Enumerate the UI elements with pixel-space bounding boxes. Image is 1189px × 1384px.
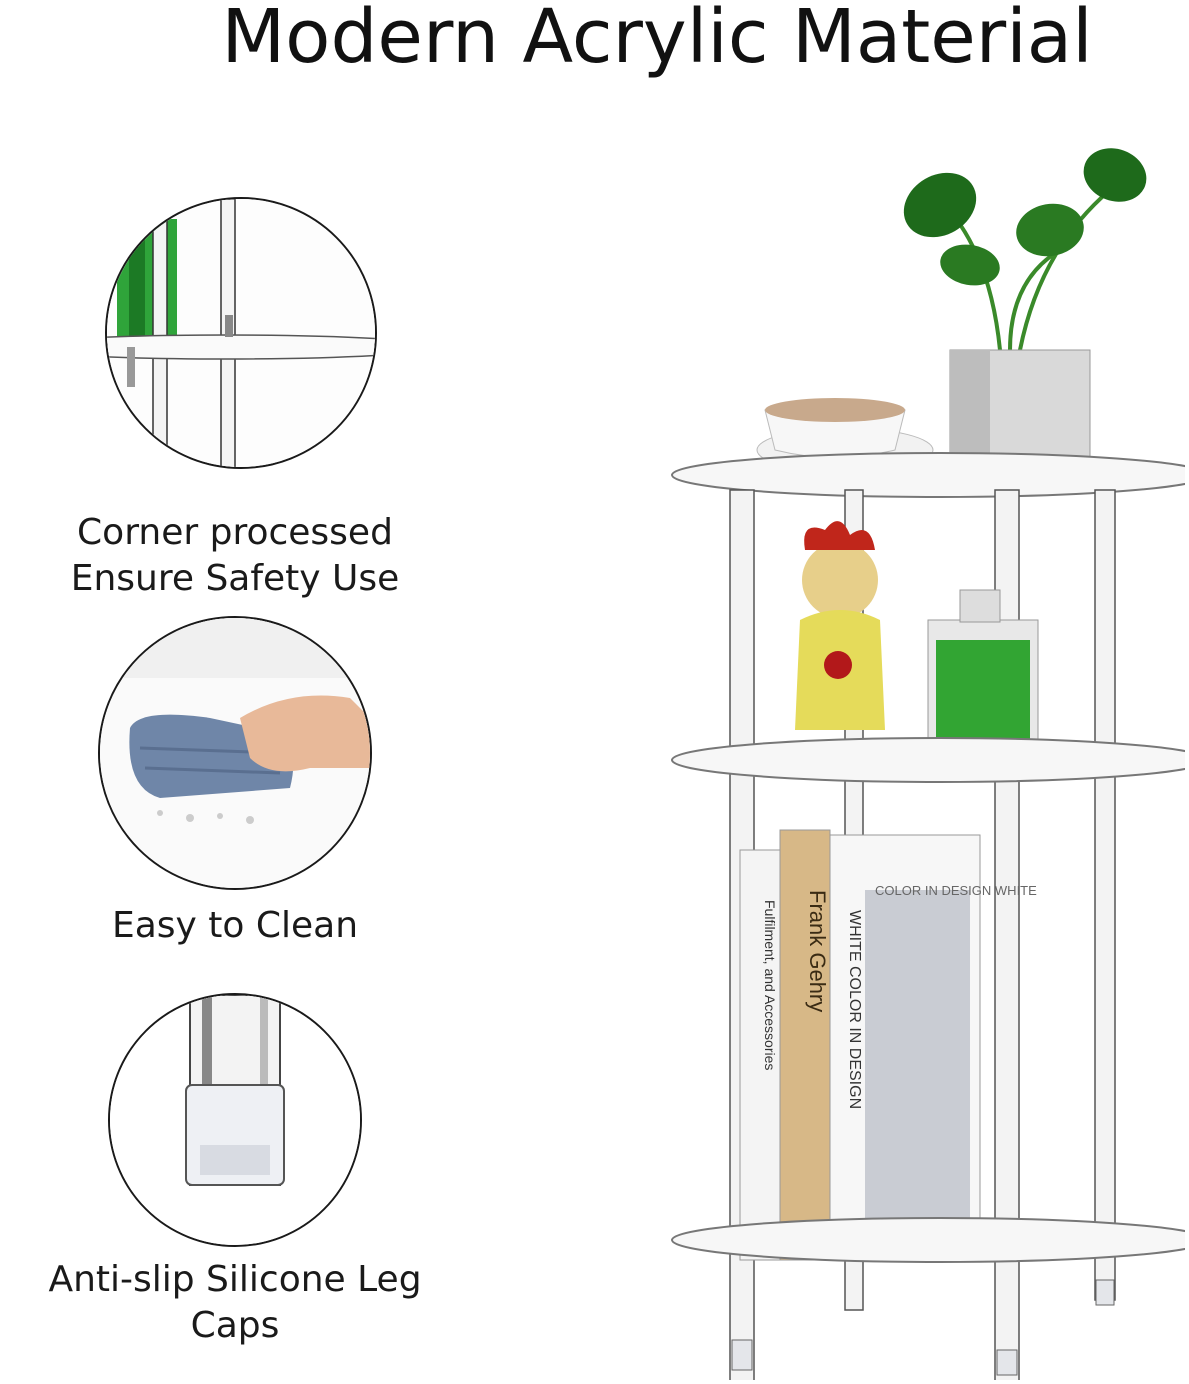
book1-spine-text: Fulfilment, and Accessories — [762, 900, 778, 1070]
leg-cap-illustration — [110, 995, 360, 1245]
top-shelf — [671, 452, 1189, 498]
acrylic-shelf-edge — [107, 334, 375, 360]
side-table-illustration: Fulfilment, and Accessories Frank Gehry … — [671, 148, 1189, 1384]
plant-in-vase — [903, 148, 1147, 466]
acrylic-leg-left — [152, 199, 168, 467]
caption-line-1: Anti-slip Silicone Leg Caps — [48, 1259, 422, 1346]
figurine — [795, 521, 885, 730]
hand-shape — [240, 695, 370, 772]
corner-closeup-illustration — [107, 199, 375, 467]
easy-clean-image — [98, 616, 372, 890]
page-title: Modern Acrylic Material — [221, 0, 1093, 80]
middle-shelf — [671, 737, 1189, 783]
book3-cover-text: COLOR IN DESIGN WHITE — [875, 883, 1037, 898]
green-bottle-shape — [117, 219, 177, 339]
corner-closeup-image — [105, 197, 377, 469]
perfume-bottle — [927, 589, 1039, 751]
feature-caption-clean: Easy to Clean — [40, 903, 430, 949]
towel-illustration — [100, 618, 370, 888]
caption-line-2: Ensure Safety Use — [70, 558, 400, 599]
feature-caption-corner: Corner processed Ensure Safety Use — [40, 510, 430, 602]
caption-line-1: Corner processed — [77, 512, 393, 553]
feature-caption-leg-caps: Anti-slip Silicone Leg Caps — [0, 1257, 470, 1349]
book-stack: Fulfilment, and Accessories Frank Gehry … — [739, 829, 1037, 1261]
book2-spine-text: Frank Gehry — [805, 890, 830, 1012]
acrylic-side-table-image: Fulfilment, and Accessories Frank Gehry … — [640, 130, 1189, 1384]
book3-spine-text: WHITE COLOR IN DESIGN — [846, 910, 863, 1109]
bottom-shelf — [671, 1217, 1189, 1263]
caption-line-1: Easy to Clean — [111, 905, 359, 946]
leg-cap-image — [108, 993, 362, 1247]
